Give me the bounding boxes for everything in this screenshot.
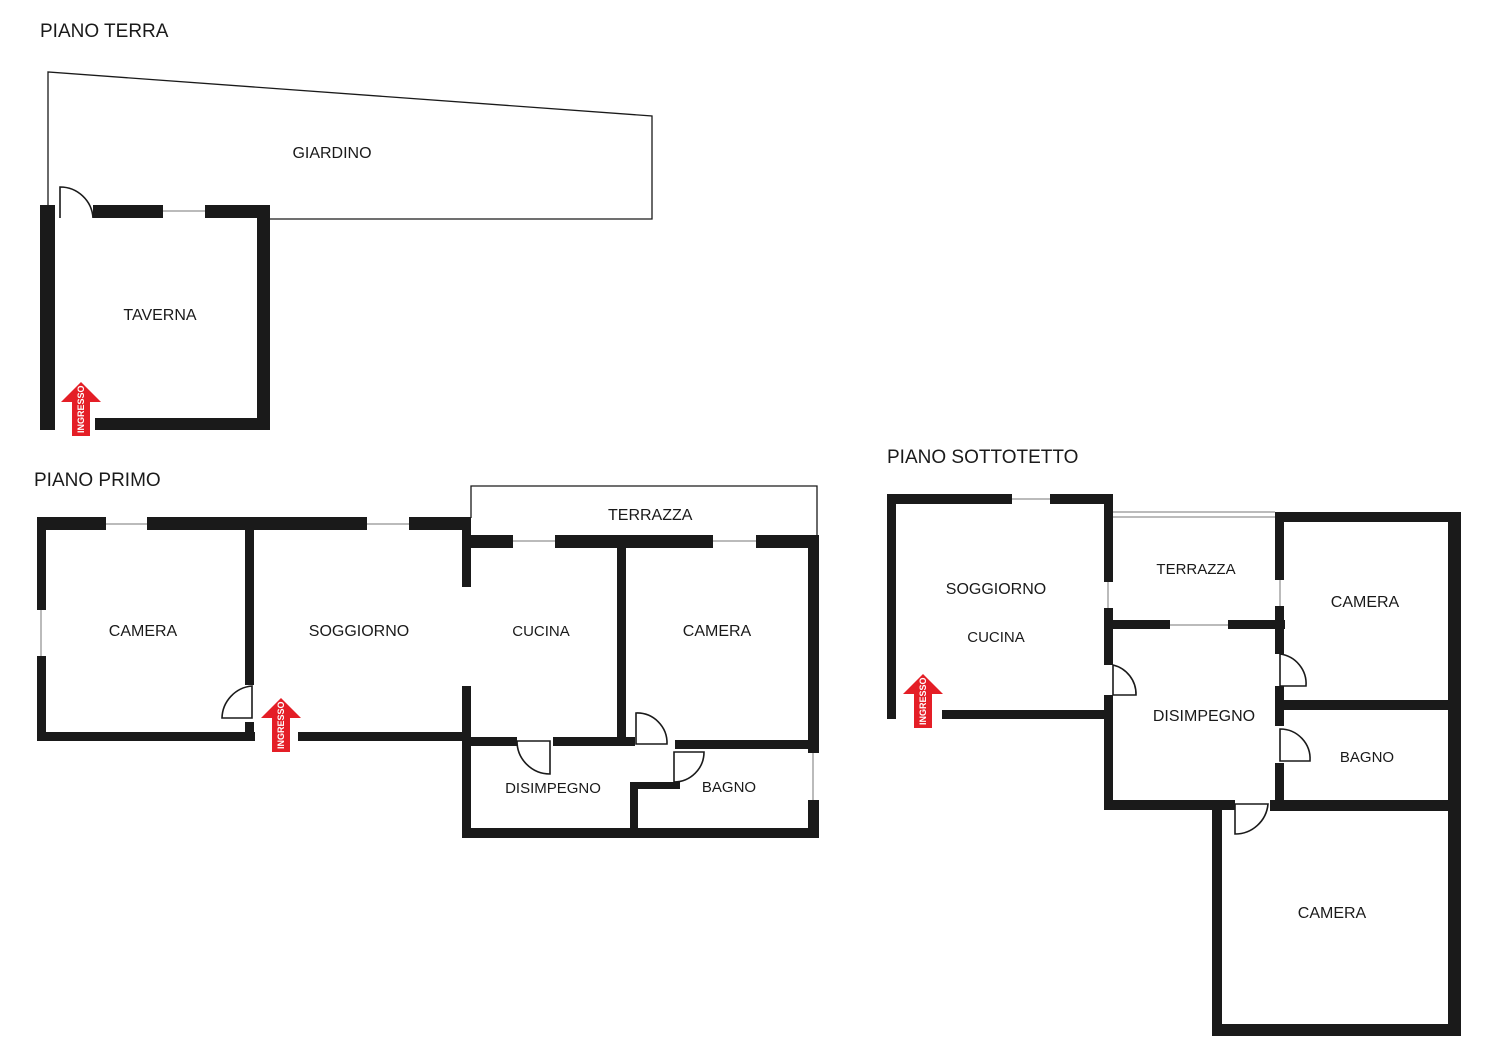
sottotetto-walls <box>887 494 1461 1036</box>
taverna-walls <box>40 205 270 430</box>
room-label-soggiorno: SOGGIORNO <box>309 623 409 640</box>
floor-piano-sottotetto: PIANO SOTTOTETTO <box>887 447 1461 1036</box>
sottotetto-doors <box>1112 653 1311 835</box>
primo-windows <box>40 523 814 800</box>
room-label-disimpegno: DISIMPEGNO <box>1153 708 1255 725</box>
room-label-giardino: GIARDINO <box>292 145 371 162</box>
primo-walls <box>37 517 819 838</box>
terrazza-outline <box>470 485 818 536</box>
room-label-bagno: BAGNO <box>1340 749 1394 766</box>
room-label-camera: CAMERA <box>1298 905 1367 922</box>
room-label-disimpegno: DISIMPEGNO <box>505 780 601 797</box>
floor-piano-terra: PIANO TERRA GIARDINO TAVERNA INGRESSO <box>40 21 653 436</box>
floor-piano-primo: PIANO PRIMO <box>34 470 819 838</box>
entrance-arrow-icon: INGRESSO <box>261 698 301 752</box>
room-label-terrazza: TERRAZZA <box>608 507 693 524</box>
room-label-camera: CAMERA <box>1331 594 1400 611</box>
room-label-cucina: CUCINA <box>512 623 570 640</box>
floor-title-sottotetto: PIANO SOTTOTETTO <box>887 447 1078 468</box>
room-label-bagno: BAGNO <box>702 779 756 796</box>
entrance-label: INGRESSO <box>276 701 286 749</box>
door-arc <box>59 186 94 219</box>
room-label-cucina: CUCINA <box>967 629 1025 646</box>
room-label-terrazza: TERRAZZA <box>1156 561 1235 578</box>
room-label-taverna: TAVERNA <box>123 307 197 324</box>
entrance-arrow-icon: INGRESSO <box>903 674 943 728</box>
primo-doors <box>221 685 705 783</box>
room-label-camera: CAMERA <box>109 623 178 640</box>
entrance-arrow-icon: INGRESSO <box>61 382 101 436</box>
entrance-label: INGRESSO <box>76 385 86 433</box>
floor-title-primo: PIANO PRIMO <box>34 470 161 491</box>
garden-outline <box>47 71 653 220</box>
entrance-label: INGRESSO <box>918 677 928 725</box>
room-label-camera: CAMERA <box>683 623 752 640</box>
sottotetto-windows <box>1012 498 1281 626</box>
floor-title-terra: PIANO TERRA <box>40 21 169 42</box>
room-label-soggiorno: SOGGIORNO <box>946 581 1046 598</box>
